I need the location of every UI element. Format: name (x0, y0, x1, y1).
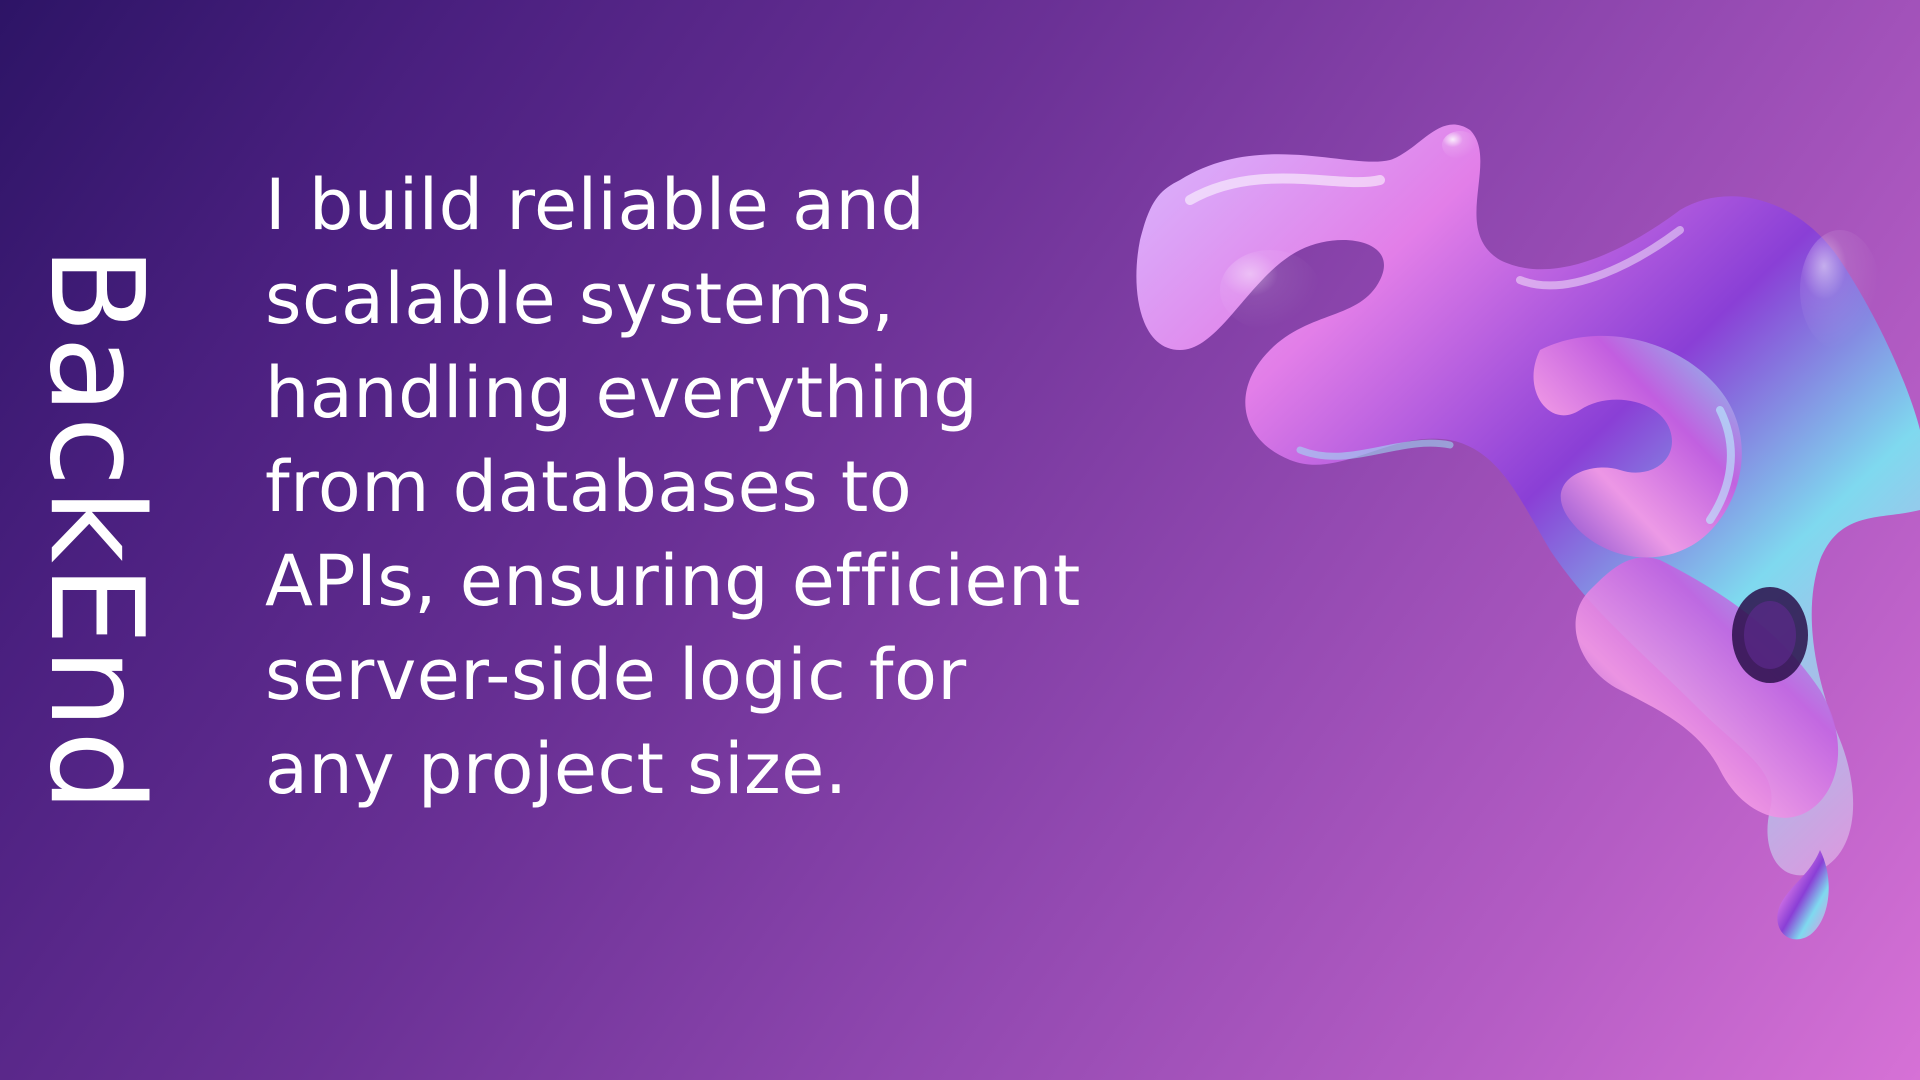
vertical-title: BackEnd (21, 215, 170, 845)
description-text: I build reliable and scalable systems, h… (265, 164, 1081, 810)
abstract-blob-icon (1136, 124, 1920, 940)
vertical-title-text: BackEnd (21, 246, 170, 814)
